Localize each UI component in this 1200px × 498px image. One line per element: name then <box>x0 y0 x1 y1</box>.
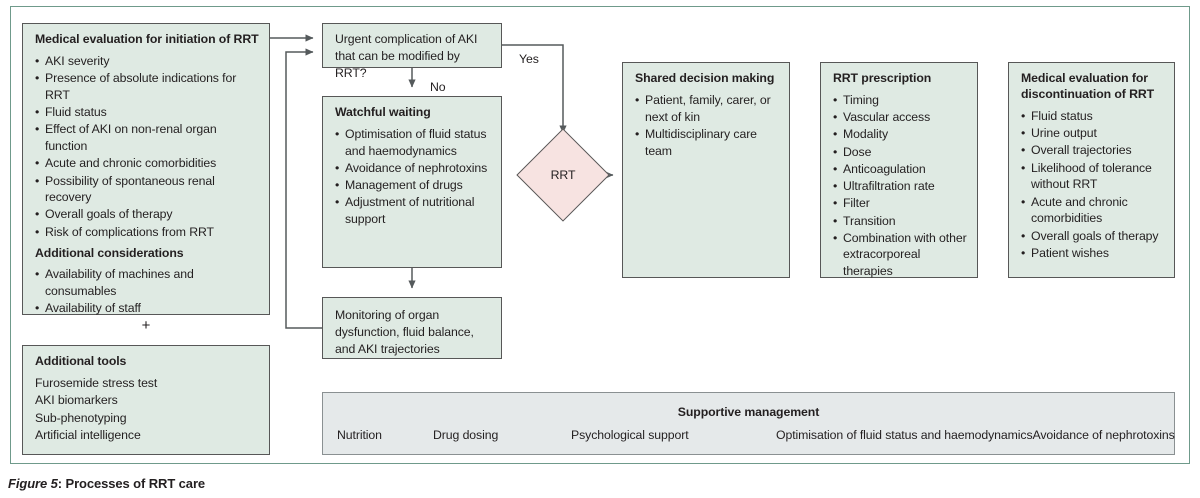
list-item: Urine output <box>1021 125 1164 142</box>
list-item: Management of drugs <box>335 177 491 194</box>
initiation-subheading: Additional considerations <box>35 246 184 261</box>
list-item: Furosemide stress test <box>35 375 158 390</box>
box-urgent-complication-decision: Urgent complication of AKI that can be m… <box>322 23 502 80</box>
box-text: Monitoring of organ dysfunction, fluid b… <box>335 308 474 356</box>
list-item: Avoidance of nephrotoxins <box>1032 428 1175 442</box>
shared-bullet-list: Patient, family, carer, or next of kin M… <box>635 92 779 159</box>
list-item: Availability of staff <box>35 300 259 317</box>
list-item: Acute and chronic comorbidities <box>35 155 259 172</box>
figure-caption-label: Figure 5 <box>8 476 58 491</box>
list-item: Transition <box>833 213 967 230</box>
box-additional-tools: Additional tools Furosemide stress test … <box>22 345 270 455</box>
rrt-diamond-label: RRT <box>550 168 576 182</box>
list-item: AKI severity <box>35 53 259 70</box>
list-item: Optimisation of fluid status and haemody… <box>335 126 491 159</box>
box-shared-decision-making: Shared decision making Patient, family, … <box>622 62 790 278</box>
edge-label-yes: Yes <box>519 52 539 66</box>
list-item: Overall trajectories <box>1021 142 1164 159</box>
list-item: Possibility of spontaneous renal recover… <box>35 173 259 206</box>
initiation-bullet-list: AKI severity Presence of absolute indica… <box>35 53 259 240</box>
list-item: Multidisciplinary care team <box>635 126 779 159</box>
list-item: Sub-phenotyping <box>35 410 127 425</box>
list-item: Presence of absolute indications for RRT <box>35 70 259 103</box>
box-watchful-waiting: Watchful waiting Optimisation of fluid s… <box>322 96 502 268</box>
list-item: Likelihood of tolerance without RRT <box>1021 160 1164 193</box>
box-title: Additional tools <box>35 354 127 368</box>
list-item: Patient wishes <box>1021 245 1164 262</box>
list-item: Combination with other extracorporeal th… <box>833 230 967 280</box>
list-item: Risk of complications from RRT <box>35 224 259 241</box>
supportive-management-items: Nutrition Drug dosing Psychological supp… <box>323 419 1175 442</box>
list-item: Availability of machines and consumables <box>35 266 259 299</box>
initiation-additional-list: Availability of machines and consumables… <box>35 266 259 317</box>
box-title: Medical evaluation for initiation of RRT <box>35 32 259 46</box>
figure-caption-text: : Processes of RRT care <box>57 476 206 491</box>
list-item: Fluid status <box>35 104 259 121</box>
list-item: Overall goals of therapy <box>35 206 259 223</box>
list-item: Optimisation of fluid status and haemody… <box>776 428 1033 442</box>
list-item: Patient, family, carer, or next of kin <box>635 92 779 125</box>
box-title: Medical evaluation for discontinuation o… <box>1021 71 1155 101</box>
list-item: Fluid status <box>1021 108 1164 125</box>
list-item: Nutrition <box>337 428 382 442</box>
list-item: Dose <box>833 144 967 161</box>
list-item: Timing <box>833 92 967 109</box>
box-title: RRT prescription <box>833 71 932 85</box>
box-text: Urgent complication of AKI that can be m… <box>335 32 478 80</box>
box-title: Shared decision making <box>635 71 775 85</box>
prescription-bullet-list: Timing Vascular access Modality Dose Ant… <box>833 92 967 280</box>
list-item: Vascular access <box>833 109 967 126</box>
list-item: Ultrafiltration rate <box>833 178 967 195</box>
list-item: Overall goals of therapy <box>1021 228 1164 245</box>
list-item: Drug dosing <box>433 428 499 442</box>
discontinuation-bullet-list: Fluid status Urine output Overall trajec… <box>1021 108 1164 261</box>
list-item: Acute and chronic comorbidities <box>1021 194 1164 227</box>
list-item: Adjustment of nutritional support <box>335 194 491 227</box>
watchful-bullet-list: Optimisation of fluid status and haemody… <box>335 126 491 228</box>
additional-tools-list: Furosemide stress test AKI biomarkers Su… <box>35 375 259 445</box>
edge-label-no: No <box>430 80 446 94</box>
box-rrt-prescription: RRT prescription Timing Vascular access … <box>820 62 978 278</box>
list-item: Modality <box>833 126 967 143</box>
figure-caption: Figure 5: Processes of RRT care <box>8 476 205 491</box>
box-medical-evaluation-initiation: Medical evaluation for initiation of RRT… <box>22 23 270 317</box>
plus-symbol: + <box>141 317 151 334</box>
list-item: AKI biomarkers <box>35 393 118 408</box>
box-medical-evaluation-discontinuation: Medical evaluation for discontinuation o… <box>1008 62 1175 278</box>
list-item: Anticoagulation <box>833 161 967 178</box>
supportive-management-title: Supportive management <box>677 405 820 419</box>
list-item: Psychological support <box>571 428 689 442</box>
list-item: Artificial intelligence <box>35 428 141 443</box>
box-monitoring-organ-dysfunction: Monitoring of organ dysfunction, fluid b… <box>322 297 502 359</box>
box-title: Watchful waiting <box>335 105 431 119</box>
box-supportive-management: Supportive management Nutrition Drug dos… <box>322 392 1175 455</box>
list-item: Filter <box>833 195 967 212</box>
list-item: Avoidance of nephrotoxins <box>335 160 491 177</box>
list-item: Effect of AKI on non-renal organ functio… <box>35 121 259 154</box>
